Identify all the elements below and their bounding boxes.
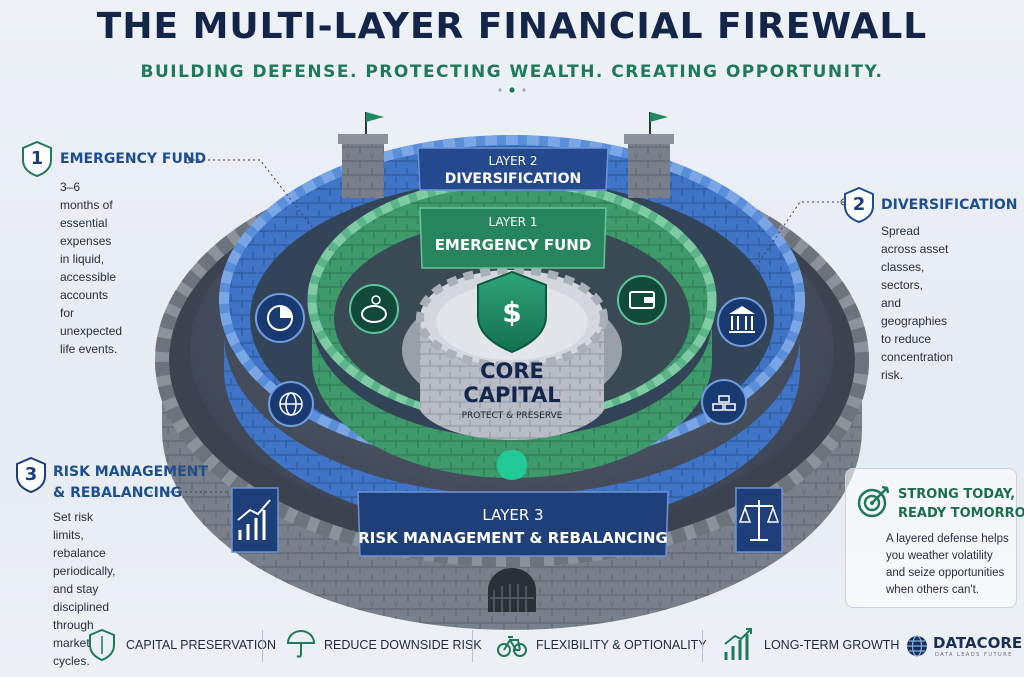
risk-management-title: RISK MANAGEMENT & REBALANCING <box>53 464 208 501</box>
gold-bars-icon <box>701 379 747 425</box>
right-tower <box>624 112 674 198</box>
layer3-banner <box>357 491 669 557</box>
footer-divider <box>262 630 263 662</box>
shield-outline-icon <box>89 628 115 662</box>
globe-icon <box>268 381 314 427</box>
risk-management-number: 3 <box>24 464 38 485</box>
flag-icon <box>650 112 668 122</box>
footer-benefits: CAPITAL PRESERVATION REDUCE DOWNSIDE RIS… <box>70 624 1020 668</box>
diversification-title: DIVERSIFICATION <box>881 197 1018 213</box>
bicycle-icon <box>497 636 527 657</box>
core-label-2: CAPITAL <box>463 383 560 407</box>
flag-icon <box>366 112 384 122</box>
layer2-banner-line1: LAYER 2 <box>489 154 538 168</box>
layer1-banner <box>419 207 607 269</box>
core-tagline: PROTECT & PRESERVE <box>462 411 563 421</box>
umbrella-icon <box>286 630 316 658</box>
layer2-banner-line2: DIVERSIFICATION <box>445 171 581 187</box>
diversification-description: Spread across asset classes, sectors, an… <box>881 224 954 382</box>
strong-today-card: STRONG TODAY, READY TOMORROW A layered d… <box>845 468 1024 608</box>
piggy-bank-icon <box>349 284 399 334</box>
brand-tagline: DATA LEADS FUTURE <box>935 652 1013 658</box>
layer3-banner-line1: LAYER 3 <box>482 506 543 524</box>
layer2-banner <box>417 147 609 191</box>
emergency-fund-number: 1 <box>30 148 44 169</box>
card-description: A layered defense helps you weather vola… <box>886 533 1009 596</box>
shield-number-icon <box>16 456 46 494</box>
page-title: THE MULTI-LAYER FINANCIAL FIREWALL <box>96 6 928 47</box>
emergency-fund-title: EMERGENCY FUND <box>60 151 207 167</box>
shield-number-icon <box>844 186 874 224</box>
pie-chart-icon <box>255 293 305 343</box>
wallet-icon <box>617 275 667 325</box>
emergency-fund-description: 3–6 months of essential expenses in liqu… <box>60 180 123 356</box>
growth-chart-icon <box>231 487 279 553</box>
footer-divider <box>702 630 703 662</box>
balance-scale-icon <box>735 487 783 553</box>
diversification-number: 2 <box>852 194 866 215</box>
footer-divider <box>472 630 473 662</box>
brand-name: DATACORE <box>933 634 1023 652</box>
card-title: STRONG TODAY, READY TOMORROW <box>898 487 1024 521</box>
layer3-banner-line2: RISK MANAGEMENT & REBALANCING <box>358 529 668 547</box>
bar-chart-icon <box>724 628 752 660</box>
risk-management-description: Set risk limits, rebalance periodically,… <box>53 510 116 668</box>
globe-logo-icon <box>907 635 927 657</box>
castle-gate <box>488 568 536 612</box>
layer1-banner-line2: EMERGENCY FUND <box>435 236 592 254</box>
page-subtitle: BUILDING DEFENSE. PROTECTING WEALTH. CRE… <box>140 62 884 82</box>
left-tower <box>338 112 388 198</box>
layer1-banner-line1: LAYER 1 <box>489 215 538 229</box>
shield-number-icon <box>22 140 52 178</box>
divider-dots <box>498 87 526 93</box>
shield-dollar-icon: $ <box>502 296 521 329</box>
core-gate <box>497 450 527 480</box>
core-label-1: CORE <box>480 359 544 383</box>
bank-icon <box>717 297 767 347</box>
target-icon <box>857 485 890 518</box>
